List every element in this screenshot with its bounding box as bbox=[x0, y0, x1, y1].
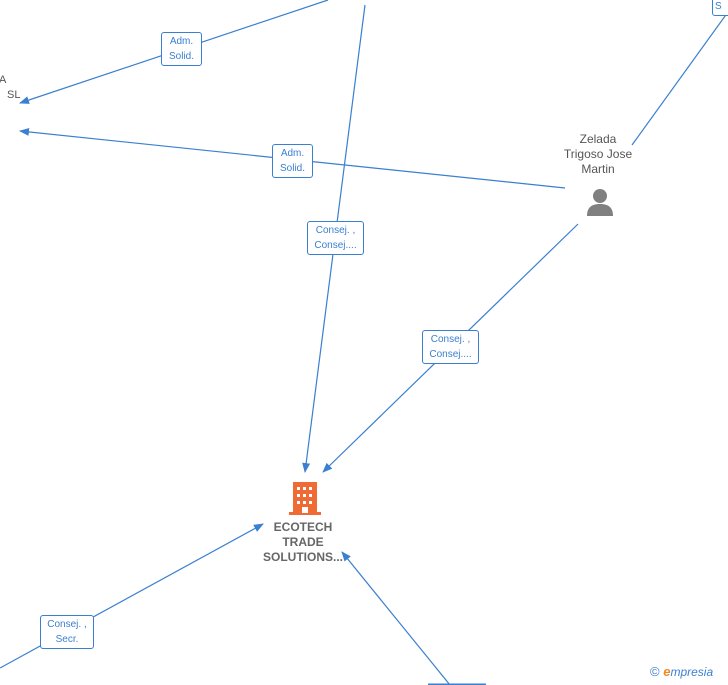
copyright-symbol: © bbox=[650, 664, 660, 679]
partial-node-topright-text: S bbox=[715, 1, 722, 12]
edge-person-topright bbox=[631, 11, 728, 146]
edge-label-line: Solid. bbox=[168, 51, 194, 62]
company-name-line: TRADE bbox=[282, 535, 324, 549]
brand-logo-text: mpresia bbox=[670, 665, 714, 679]
company-name-line: SOLUTIONS... bbox=[262, 550, 343, 564]
edge-label-adm-solid-1[interactable]: Adm. Solid. bbox=[161, 32, 202, 66]
person-name-line: Zelada bbox=[579, 132, 617, 146]
edge-label-line: Secr. bbox=[55, 634, 79, 645]
edge-label-adm-solid-2[interactable]: Adm. Solid. bbox=[272, 144, 313, 178]
edge-label-line: Consej. , bbox=[47, 619, 87, 630]
partial-node-topright[interactable]: S bbox=[712, 0, 728, 16]
edge-label-consej-1[interactable]: Consej. , Consej.... bbox=[307, 221, 364, 255]
edge-label-line: Consej. , bbox=[315, 225, 356, 236]
building-icon[interactable] bbox=[289, 482, 321, 515]
person-name[interactable]: Zelada Trigoso Jose Martin bbox=[543, 132, 653, 177]
edge-label-line: Consej.... bbox=[429, 349, 472, 360]
company-name-line: ECOTECH bbox=[273, 520, 333, 534]
person-name-line: Trigoso Jose bbox=[563, 147, 633, 161]
edge-label-consej-secr[interactable]: Consej. , Secr. bbox=[40, 615, 94, 649]
brand-logo-e: e bbox=[663, 664, 671, 679]
edge-label-line: Adm. bbox=[169, 36, 194, 47]
edge-label-consej-2[interactable]: Consej. , Consej.... bbox=[422, 330, 479, 364]
edge-bottom-company bbox=[341, 551, 451, 685]
edge-label-line: Solid. bbox=[279, 163, 305, 174]
person-name-line: Martin bbox=[581, 162, 615, 176]
partial-node-left-line1[interactable]: A bbox=[0, 74, 7, 86]
empresia-watermark: © empresia bbox=[650, 664, 713, 679]
partial-node-left-line2[interactable]: SL bbox=[7, 89, 21, 101]
edge-label-line: Consej.... bbox=[314, 240, 357, 251]
person-icon[interactable] bbox=[587, 189, 613, 216]
edge-label-line: Consej. , bbox=[430, 334, 471, 345]
edge-label-line: Adm. bbox=[280, 148, 305, 159]
company-name[interactable]: ECOTECH TRADE SOLUTIONS... bbox=[243, 520, 363, 565]
